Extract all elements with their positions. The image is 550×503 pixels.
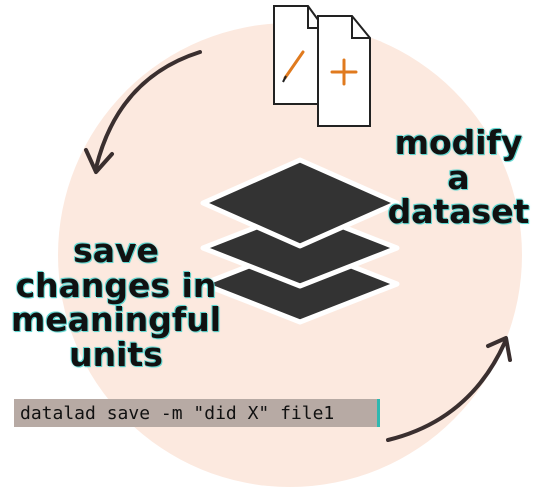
- file-add-icon: [317, 15, 371, 127]
- dataset-layers-icon: [200, 157, 400, 325]
- modify-dataset-label: modify a dataset: [387, 123, 530, 232]
- file-edit-icon: [273, 5, 325, 105]
- cycle-arrow-icon: [386, 336, 512, 442]
- save-changes-label: save changes in meaningful units: [10, 231, 222, 374]
- cycle-arrow-icon: [84, 50, 202, 174]
- datalad-save-command: datalad save -m "did X" file1: [20, 402, 335, 424]
- command-box: datalad save -m "did X" file1: [14, 399, 380, 427]
- dataset-layer-top: [200, 157, 400, 249]
